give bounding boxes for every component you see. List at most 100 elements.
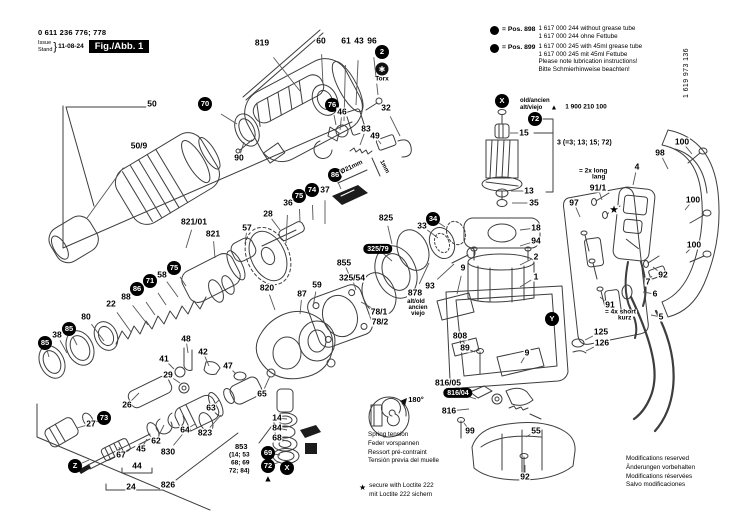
- part-label: 820: [258, 282, 276, 293]
- part-label: 45: [135, 443, 147, 454]
- part-label: 180°: [407, 395, 425, 405]
- part-callout-circle: 69: [261, 446, 275, 460]
- part-label: alt/viejo: [519, 104, 544, 112]
- leader-line: [185, 229, 193, 249]
- power-cord: [629, 295, 656, 421]
- part-label: 84: [271, 422, 283, 433]
- leader-line: [285, 214, 288, 244]
- leader-line: [157, 292, 167, 306]
- lower-housing: [471, 422, 576, 481]
- leader-line: [519, 242, 532, 247]
- part-label: 823: [196, 427, 214, 438]
- star-icon: ★: [359, 483, 367, 492]
- part-label: 68: [271, 432, 283, 443]
- chuck-cap: [48, 215, 99, 264]
- leader-line: [438, 222, 446, 228]
- part-label: 26: [121, 399, 133, 410]
- part-label: 37: [319, 184, 331, 195]
- part-callout-circle: 72: [528, 112, 542, 126]
- part-label: 87: [296, 288, 308, 299]
- gear-housing-nose: [244, 58, 364, 163]
- part-label: 92: [519, 471, 531, 482]
- leader-line: [519, 258, 532, 266]
- part-callout-circle: 85: [62, 322, 76, 336]
- part-label: 100: [685, 239, 703, 250]
- part-label: 61: [340, 35, 352, 46]
- part-label: 91/1: [588, 182, 608, 193]
- part-label: 65: [256, 388, 268, 399]
- bracket-50: [65, 106, 147, 207]
- part-label: 14: [271, 412, 283, 423]
- part-label: ▲: [263, 473, 273, 484]
- leader-line: [244, 232, 247, 245]
- part-label: 821: [204, 228, 222, 239]
- modifications-note: Modifications reserved Änderungen vorbeh…: [626, 455, 695, 489]
- leader-line: [116, 312, 132, 333]
- bracket-armature-group: [542, 118, 554, 193]
- leader-line: [220, 113, 238, 125]
- part-callout-circle: 2: [375, 45, 389, 59]
- part-label: Ø21mm: [338, 158, 366, 177]
- part-label: 80: [80, 311, 92, 322]
- leader-line: [426, 229, 439, 239]
- leader-line: [355, 60, 359, 106]
- part-label: 78/1: [369, 306, 389, 317]
- leader-line: [240, 141, 245, 154]
- loctite-note: ★ secure with Loctite 222 mit Loctite 22…: [359, 482, 434, 498]
- document-number-vertical: 1 619 973 136: [683, 48, 690, 98]
- part-label: 853: [234, 442, 249, 452]
- part-label: kurz: [617, 314, 633, 323]
- part-label: 33: [416, 220, 428, 231]
- gear-88: [244, 226, 292, 286]
- part-label: 97: [568, 197, 580, 208]
- part-label: 1: [532, 271, 540, 282]
- part-label: 60: [315, 35, 327, 46]
- part-label: 816/05: [434, 377, 462, 388]
- part-label: 90: [233, 152, 245, 163]
- stator: [467, 261, 535, 303]
- part-label: 59: [311, 279, 323, 290]
- part-label: 36: [282, 197, 294, 208]
- leader-line: [454, 408, 470, 411]
- part-label: 46: [336, 106, 348, 117]
- part-label: 63: [205, 402, 217, 413]
- part-label: 99: [464, 425, 476, 436]
- part-label: 72; 84): [228, 467, 251, 476]
- part-label: 58: [156, 269, 168, 280]
- part-label: 808: [451, 330, 469, 341]
- part-label: 50/9: [129, 140, 149, 151]
- leader-line: [519, 279, 532, 288]
- part-label: 55: [530, 425, 542, 436]
- part-label: 15: [518, 127, 530, 138]
- pos-899-row: = Pos. 899 1 617 000 245 with 45ml greas…: [490, 43, 642, 74]
- leader-line: [418, 262, 430, 285]
- part-label: old/ancien: [519, 97, 551, 105]
- part-label: 9: [459, 262, 467, 273]
- part-label: 325/54: [338, 272, 366, 283]
- leader-line: [337, 181, 342, 190]
- issue-stand-labels: Issue Stand: [38, 40, 53, 53]
- part-label: 1 900 210 100: [564, 103, 608, 112]
- part-callout-circle: 86: [328, 168, 342, 182]
- leader-line: [166, 281, 179, 298]
- leader-line: [339, 117, 342, 131]
- pos-899-label: = Pos. 899: [502, 43, 536, 51]
- spring-detail-circle: [368, 396, 410, 438]
- part-label: 13: [523, 185, 535, 196]
- part-label: 28: [262, 208, 274, 219]
- leader-line: [519, 228, 532, 231]
- leader-line: [359, 133, 365, 146]
- part-label: 7: [644, 276, 652, 287]
- part-callout-oval: 325/79: [363, 243, 393, 255]
- part-label: 5: [657, 311, 665, 322]
- part-label: 35: [528, 197, 540, 208]
- tool-type-number: 0 611 236 776; 778: [38, 28, 107, 37]
- part-label: 89: [459, 342, 471, 353]
- leader-line: [263, 375, 271, 389]
- leader-line: [46, 349, 50, 358]
- leader-line: [81, 459, 90, 464]
